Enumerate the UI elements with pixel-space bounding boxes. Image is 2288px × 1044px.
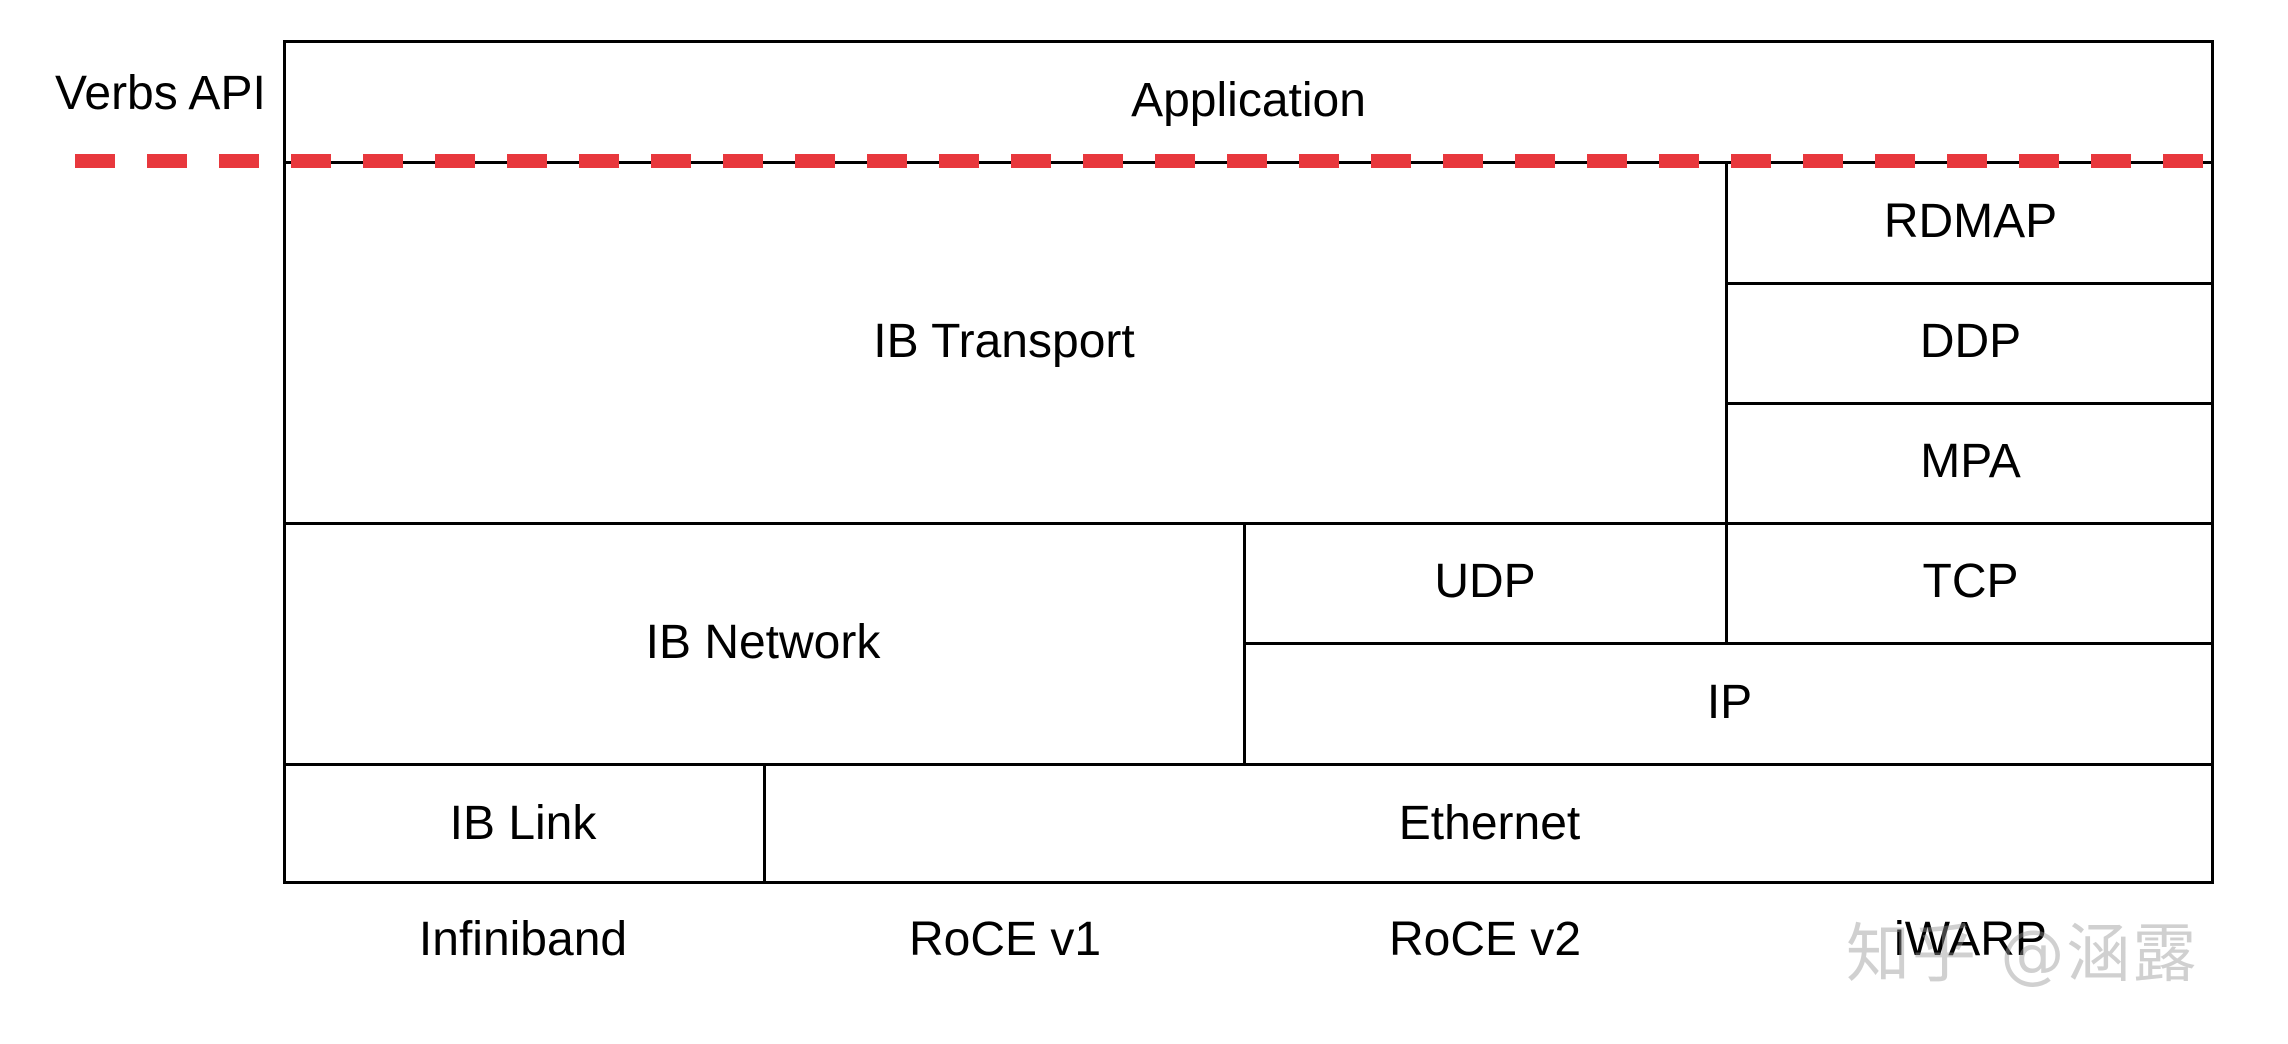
iwarp-stack-divider [1725, 161, 1728, 645]
udp-layer: UDP [1434, 555, 1536, 608]
verbs-api-label: Verbs API [55, 67, 266, 120]
ib-link-layer: IB Link [449, 796, 597, 850]
stack-label-roce-v1: RoCE v1 [908, 913, 1102, 966]
rdmap-layer: RDMAP [1883, 194, 2058, 248]
ib-transport-layer: IB Transport [873, 314, 1135, 368]
ib-network-layer: IB Network [645, 615, 881, 669]
stack-label-roce-v2: RoCE v2 [1388, 913, 1582, 966]
mpa-layer: MPA [1920, 435, 2021, 488]
stack-label-iwarp: iWARP [1894, 913, 2047, 966]
ethernet-layer: Ethernet [1398, 796, 1581, 850]
ib-link-divider [763, 763, 766, 884]
rdmap-ddp-separator [1727, 282, 2214, 285]
verbs-api-boundary-line [75, 154, 2219, 168]
watermark-text: 知乎 @涵露 [1846, 918, 2199, 992]
ddp-layer: DDP [1919, 315, 2022, 368]
udp-ip-separator [1245, 642, 2214, 645]
ib-network-divider [1243, 522, 1246, 766]
transport-network-separator [283, 522, 2214, 525]
stack-label-infiniband: Infiniband [418, 913, 628, 966]
application-layer: Application [1131, 73, 1366, 127]
network-link-separator [283, 763, 2214, 766]
ip-layer: IP [1706, 675, 1753, 729]
protocol-stack-frame [283, 40, 2214, 884]
tcp-layer: TCP [1922, 555, 2019, 608]
ddp-mpa-separator [1727, 402, 2214, 405]
